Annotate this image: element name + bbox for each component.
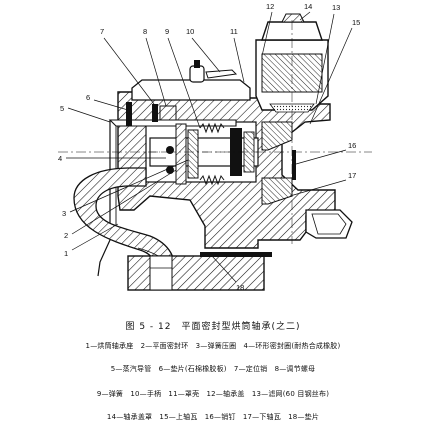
outlet-flange [305,209,353,239]
cover-shell [131,60,251,101]
callout-17: 17 [348,171,356,180]
figure-caption-title: 图 5 - 12 平面密封型烘筒轴承(之二) [125,322,301,332]
bearing-housing [117,91,336,249]
filter-screen [269,103,315,113]
lower-bearing-shell [261,177,293,205]
callout-5: 5 [60,104,64,113]
callout-12: 12 [266,2,274,11]
bearing-seat [127,252,272,291]
callout-11: 11 [230,27,238,36]
spring [199,122,225,186]
dowel-pin [292,150,296,180]
callout-3: 3 [62,209,66,218]
callout-8: 8 [143,27,147,36]
legend-line-2: 5—蒸汽导管 6—垫片(石棉橡胶板) 7—定位销 8—调节螺母 [110,365,316,373]
callout-13: 13 [332,3,340,12]
callout-9: 9 [165,27,169,36]
callout-4: 4 [58,154,62,163]
callout-6: 6 [86,93,90,102]
callout-15: 15 [352,18,360,27]
bearing-section-drawing: 1 2 3 4 5 6 7 8 9 10 11 12 13 14 15 16 1… [58,2,372,292]
legend-line-1: 1—烘筒轴承座 2—平面密封环 3—弹簧压圈 4—环形密封圈(耐热合成橡胶) [85,342,341,350]
callout-7: 7 [100,27,104,36]
callout-14: 14 [304,2,312,11]
callout-10: 10 [186,27,194,36]
legend-line-4: 14—轴承盖罩 15—上轴瓦 16—销钉 17—下轴瓦 18—垫片 [106,413,320,421]
face-seal-ring [175,123,187,185]
locating-pin [152,104,158,122]
legend-line-3: 9—弹簧 10—手柄 11—罩壳 12—轴承盖 13—滤网(60 目钢丝布) [96,390,330,398]
bearing-cap-cover [261,13,323,41]
handle [205,69,238,79]
adjusting-nut [159,105,177,121]
callout-18: 18 [236,283,244,292]
callout-labels: 1 2 3 4 5 6 7 8 9 10 11 12 13 14 15 16 1… [58,2,360,292]
leader-lines [66,11,353,283]
spring-press-ring [187,129,199,179]
gasket-asbestos [126,102,132,126]
callout-16: 16 [348,141,356,150]
callout-1: 1 [64,249,68,258]
callout-2: 2 [64,231,68,240]
upper-bearing-shell [261,121,293,151]
